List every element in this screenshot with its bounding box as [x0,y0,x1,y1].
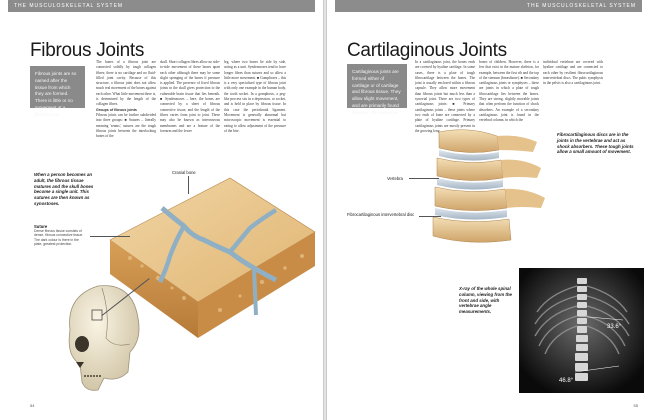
body-column-1: The bones of a fibrous joint are connect… [96,60,156,160]
leader-cranial-bone [188,176,189,194]
leader-vertebra [409,178,439,179]
page-title-fibrous-joints: Fibrous Joints [30,40,145,61]
body-column-1b-text: Fibrous joints can be further subdivided… [96,112,156,139]
xray-spine-graphic [519,268,644,393]
leader-disc [419,216,441,217]
page-title-cartilaginous-joints: Cartilaginous Joints [347,40,507,61]
caption-skull: When a person becomes an adult, the fibr… [34,172,94,206]
label-intervertebral-disc: Fibrocartilaginous intervertebral disc [347,212,415,217]
body-column-2: skull. Short collagen fibres allow no si… [160,60,220,133]
label-suture-desc: Dense fibrous tissue consists of dense, … [34,229,84,246]
caption-vertebrae-discs: Fibrocartilaginous discs are in the join… [557,132,634,155]
subheading-groups: Groups of fibrous joints [96,107,137,112]
left-page: THE MUSCULOSKELETAL SYSTEM Fibrous Joint… [0,0,323,420]
vertebrae-illustration [432,129,545,243]
running-header-right: THE MUSCULOSKELETAL SYSTEM [335,0,642,12]
skull-illustration [68,285,140,391]
right-page: THE MUSCULOSKELETAL SYSTEM Cartilaginous… [327,0,650,420]
running-header-left: THE MUSCULOSKELETAL SYSTEM [8,0,315,12]
body-column-3: leg, where two bones lie side by side, a… [224,60,286,133]
label-suture: Suture Dense fibrous tissue consists of … [34,224,88,246]
body-column-r2: bones of children. However, there is a f… [479,60,539,123]
folio-right: 55 [633,403,638,408]
leader-suture [90,236,130,237]
caption-xray: X-ray of the whole spinal column, viewin… [459,286,512,315]
intro-box-cartilaginous: Cartilaginous joints are formed either o… [347,64,407,115]
spine-xray-image: 33.6° 46.8° [519,268,644,393]
fibrous-joint-illustration [109,177,316,338]
xray-angle-upper: 33.6° [607,324,622,330]
folio-left: 54 [30,403,35,408]
body-column-r1: In a cartilaginous joint, the bones ends… [415,60,475,133]
book-gutter [323,0,327,420]
label-suture-title: Suture [34,224,48,229]
xray-angle-lower: 46.8° [559,378,574,384]
body-column-1-text: The bones of a fibrous joint are connect… [96,60,156,107]
label-vertebra: Vertebra [387,176,403,181]
intro-box-fibrous: Fibrous joints are so named after the ti… [30,66,85,117]
body-column-r3: individual vertebrae are covered with hy… [543,60,603,86]
label-cranial-bone: Cranial bone [172,170,196,175]
